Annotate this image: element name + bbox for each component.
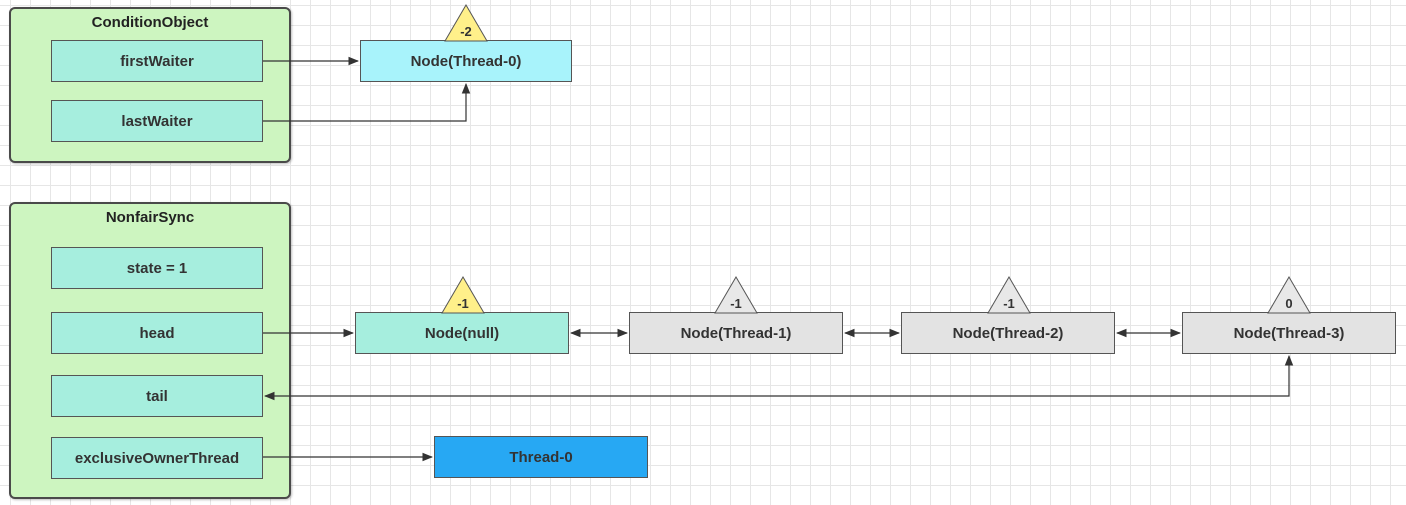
exclusive-owner-thread-field: exclusiveOwnerThread	[51, 437, 263, 479]
state-field: state = 1	[51, 247, 263, 289]
condition-node-wait-status-badge: -2	[444, 4, 488, 42]
first-waiter-field: firstWaiter	[51, 40, 263, 82]
condition-node-thread-0: Node(Thread-0)	[360, 40, 572, 82]
queue-node-thread-3-wait-status: 0	[1285, 296, 1293, 311]
queue-node-thread-2-wait-status: -1	[1003, 296, 1015, 311]
condition-object-title: ConditionObject	[91, 14, 209, 31]
queue-node-null-wait-status: -1	[457, 296, 469, 311]
queue-node-thread-3-wait-status-badge: 0	[1267, 276, 1311, 314]
queue-node-null: Node(null)	[355, 312, 569, 354]
last-waiter-field: lastWaiter	[51, 100, 263, 142]
owner-thread-box: Thread-0	[434, 436, 648, 478]
nonfair-sync-title: NonfairSync	[105, 209, 195, 226]
queue-node-null-wait-status-badge: -1	[441, 276, 485, 314]
queue-node-thread-1-wait-status: -1	[730, 296, 742, 311]
condition-node-wait-status: -2	[460, 24, 472, 39]
tail-field: tail	[51, 375, 263, 417]
head-field: head	[51, 312, 263, 354]
queue-node-thread-1-wait-status-badge: -1	[714, 276, 758, 314]
queue-node-thread-3: Node(Thread-3)	[1182, 312, 1396, 354]
queue-node-thread-2: Node(Thread-2)	[901, 312, 1115, 354]
last-waiter-arrow	[263, 82, 471, 122]
tail-arrow	[263, 354, 1294, 401]
queue-node-thread-2-wait-status-badge: -1	[987, 276, 1031, 314]
